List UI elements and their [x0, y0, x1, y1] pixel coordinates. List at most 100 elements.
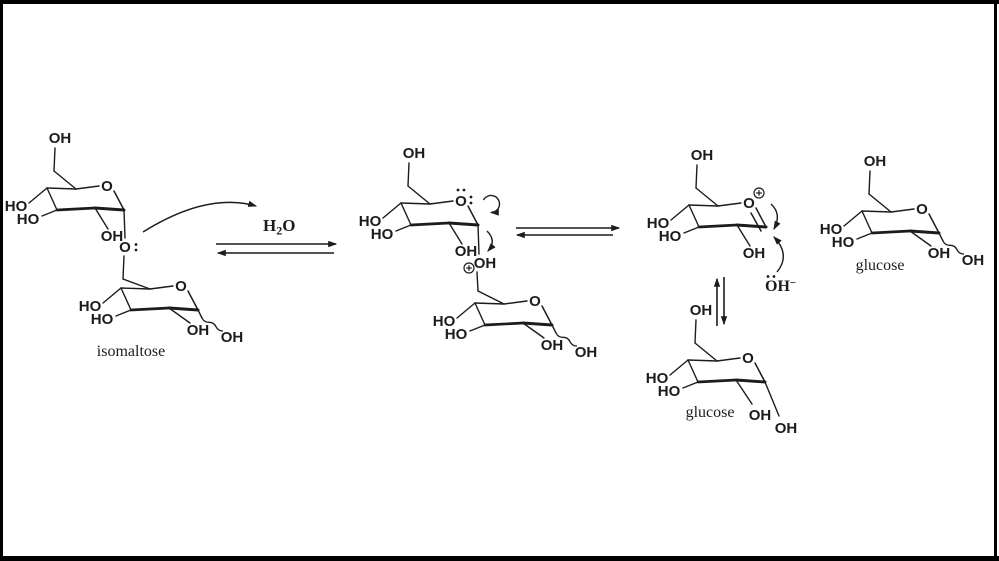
ring-bond	[467, 205, 479, 226]
double-bond-inner	[750, 212, 762, 232]
oh-bond	[683, 226, 700, 234]
oh-bond	[856, 232, 873, 240]
ring-bond	[120, 287, 132, 311]
hydroxyl-label: OH	[455, 243, 478, 260]
ring-bond	[503, 300, 528, 305]
ring-front-bond	[697, 223, 739, 229]
isomaltose-label: isomaltose	[97, 343, 165, 360]
ring-bond	[46, 187, 58, 211]
squiggle-bond	[942, 240, 965, 255]
ring-front-bond	[870, 229, 912, 235]
ring-bond	[474, 302, 505, 305]
ring-oxygen-label: O	[742, 350, 754, 367]
anomeric-hydroxyl-label: OH	[221, 329, 244, 346]
plus-charge-icon	[463, 262, 475, 274]
ring-bond	[187, 290, 199, 311]
c6-bond	[407, 162, 410, 187]
ring-front-bond	[93, 206, 126, 212]
ring-bond	[687, 359, 718, 362]
ring-oxygen-label: O	[916, 201, 928, 218]
lone-pair-to-water-arrow	[142, 200, 258, 233]
oh-bond	[448, 222, 463, 245]
ring-front-bond	[908, 229, 941, 235]
c6-bond	[868, 170, 871, 195]
oh-bond	[909, 230, 932, 247]
c6-bond	[122, 255, 125, 280]
ring-front-bond	[55, 206, 97, 212]
c6-bond	[694, 342, 718, 362]
lone-pair-dot	[772, 275, 776, 278]
oh-bond	[94, 207, 109, 230]
c6-bond	[477, 290, 505, 305]
hydroxide-label: OH−	[765, 277, 796, 295]
anomeric-bond	[938, 232, 944, 242]
hydroxyl-label: HO	[820, 221, 843, 238]
hydroxyl-label: HO	[832, 234, 855, 251]
oh-bond	[115, 309, 132, 317]
lone-pair-dot	[766, 275, 770, 278]
ring-bond	[755, 207, 767, 228]
glycosidic-bond	[123, 209, 126, 239]
hydroxyl-label: OH	[541, 337, 564, 354]
ring-bond	[688, 204, 700, 228]
hydroxyl-label: HO	[433, 313, 456, 330]
c6-bond	[695, 187, 719, 207]
frame-left	[0, 0, 3, 561]
glycosidic-bond-break-arrow	[486, 230, 496, 252]
oh-bond	[395, 224, 412, 232]
frame-right	[994, 0, 997, 561]
hydroxyl-label: HO	[371, 226, 394, 243]
ring-bond	[717, 202, 742, 207]
anomeric-hydroxyl-label: OH	[775, 420, 798, 437]
hydroxyl-label: OH	[101, 228, 124, 245]
ring-bond	[46, 187, 77, 190]
pi-bond-arrow	[770, 203, 781, 231]
oh-bond	[522, 322, 545, 339]
hydroxyl-label: OH	[743, 245, 766, 262]
oh-bond	[669, 359, 689, 376]
hydroxyl-label: OH	[49, 130, 72, 147]
ring-bond	[754, 362, 766, 383]
oh-bond	[469, 324, 486, 332]
ring-oxygen-loop-arrow	[482, 194, 501, 216]
ring-bond	[474, 302, 486, 326]
ring-bond	[861, 210, 873, 234]
ring-front-bond	[409, 221, 451, 227]
ring-oxygen-label: O	[175, 278, 187, 295]
oh-bond	[168, 307, 191, 324]
protonated-glycosidic-oxygen: OH	[463, 224, 505, 305]
hydroxide-attack-arrow	[773, 236, 784, 273]
anomeric-bond	[764, 381, 780, 417]
oh-bond	[735, 379, 753, 405]
glucose-right-label: glucose	[856, 257, 905, 274]
plus-charge-icon	[753, 187, 765, 199]
ring-bond	[861, 210, 892, 213]
hydroxyl-label: HO	[445, 326, 468, 343]
hydroxyl-label: OH	[690, 302, 713, 319]
ring-front-bond	[521, 321, 554, 327]
hydroxyl-label: OH	[749, 407, 772, 424]
ring-oxygen-label: O	[743, 195, 755, 212]
oh-bond	[41, 209, 58, 217]
ring-front-bond	[735, 223, 768, 229]
c6-bond	[694, 319, 697, 344]
hydroxyl-label: HO	[646, 370, 669, 387]
hydroxyl-label: OH	[864, 153, 887, 170]
c6-bond	[53, 147, 56, 172]
glycosidic-oxygen: O	[119, 209, 151, 290]
squiggle-bond	[201, 317, 224, 332]
protonated-glycosidic-oxygen-label: OH	[474, 255, 497, 272]
ring-front-bond	[483, 321, 525, 327]
ring-bond	[541, 305, 553, 326]
ring-bond	[687, 359, 699, 383]
squiggle-bond	[555, 332, 578, 347]
